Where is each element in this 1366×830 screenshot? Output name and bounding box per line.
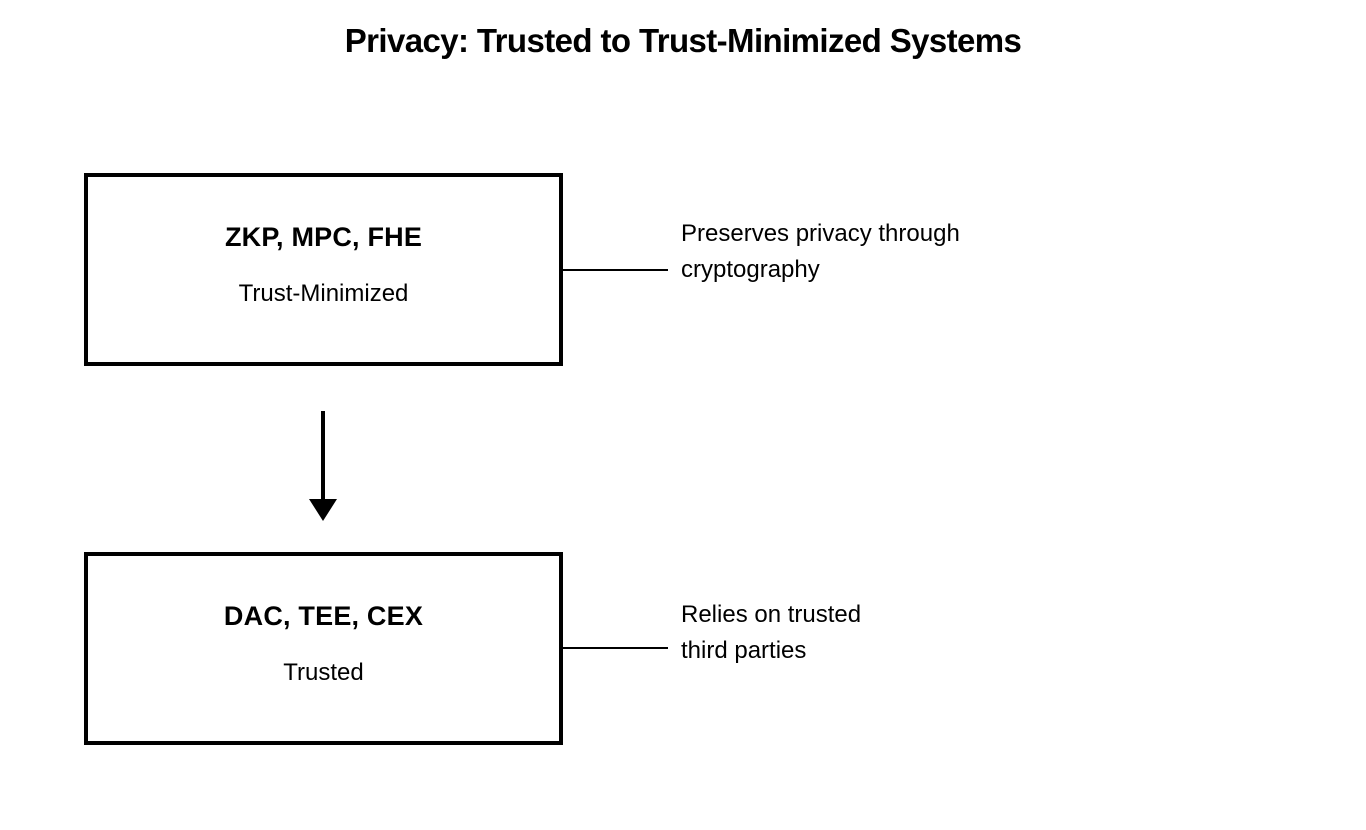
node-trusted-subheading: Trusted — [283, 658, 364, 686]
node-trust-minimized-subheading: Trust-Minimized — [238, 279, 409, 307]
down-arrow-shaft — [321, 411, 325, 501]
annotation-trust-minimized-line1: Preserves privacy through — [681, 220, 960, 247]
node-trust-minimized: ZKP, MPC, FHE Trust-Minimized — [84, 173, 563, 366]
connector-line-trust-minimized — [563, 269, 668, 271]
down-arrow-head — [309, 499, 337, 521]
annotation-trusted-line2: third parties — [681, 637, 807, 664]
annotation-trusted-line1: Relies on trusted — [681, 601, 862, 628]
page-title: Privacy: Trusted to Trust-Minimized Syst… — [344, 22, 1022, 59]
annotation-trust-minimized-line2: cryptography — [681, 256, 820, 283]
node-trusted-heading: DAC, TEE, CEX — [223, 600, 424, 631]
node-trusted: DAC, TEE, CEX Trusted — [84, 552, 563, 745]
down-arrow-icon — [309, 411, 337, 521]
annotation-trusted: Relies on trusted third parties — [681, 597, 861, 669]
annotation-trust-minimized: Preserves privacy through cryptography — [681, 216, 960, 288]
node-trust-minimized-heading: ZKP, MPC, FHE — [224, 221, 423, 252]
connector-line-trusted — [563, 647, 668, 649]
